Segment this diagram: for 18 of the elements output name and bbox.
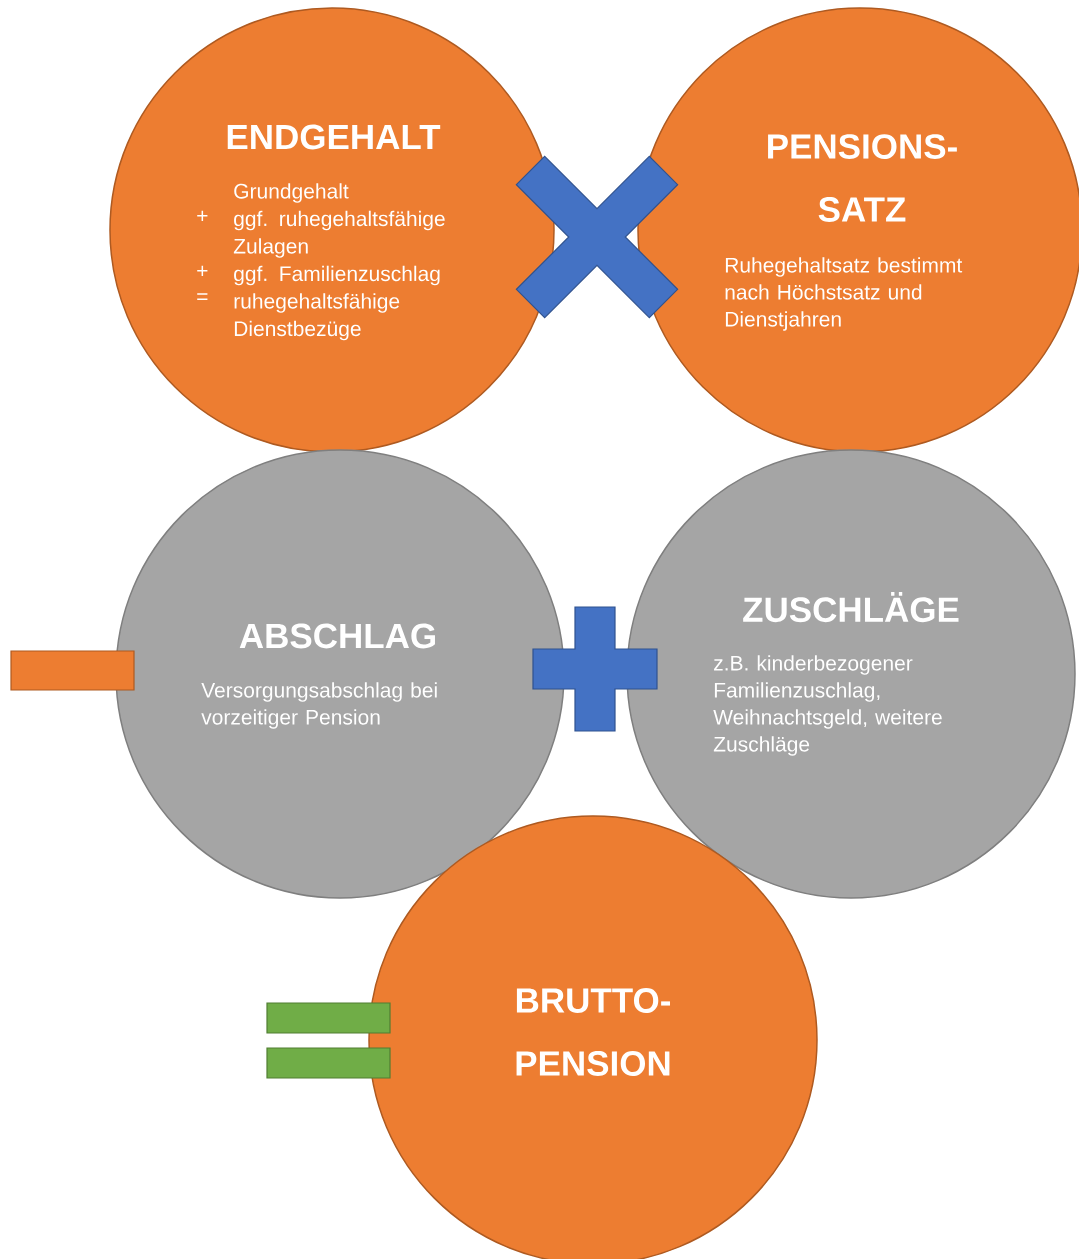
heading: PENSIONS- SATZ [768,134,957,222]
list-item: ruhegehaltsfähige Dienstbezüge [234,293,400,341]
operator: = [197,293,208,300]
equals-sign [266,1002,391,1079]
minus-sign [10,650,135,691]
list-item: Grundgehalt [234,183,349,203]
heading: ABSCHLAG [239,623,435,649]
list-item: ggf. Familienzuschlag [234,265,440,286]
description: Versorgungsabschlag bei vorzeitiger Pension [201,682,437,729]
plus-sign [532,606,658,732]
operator: + [197,265,208,276]
description: Ruhegehaltsatz bestimmt nach Höchstsatz und Dienstjahren [725,257,963,331]
heading: BRUTTO- PENSION [516,988,670,1076]
operator: + [197,210,208,221]
heading: ZUSCHLÄGE [743,591,959,623]
heading: ENDGEHALT [227,124,441,150]
multiply-sign [515,155,679,319]
description: z.B. kinderbezogener Familienzuschlag, Weihnachtsgeld, weitere Zuschläge [713,655,942,756]
